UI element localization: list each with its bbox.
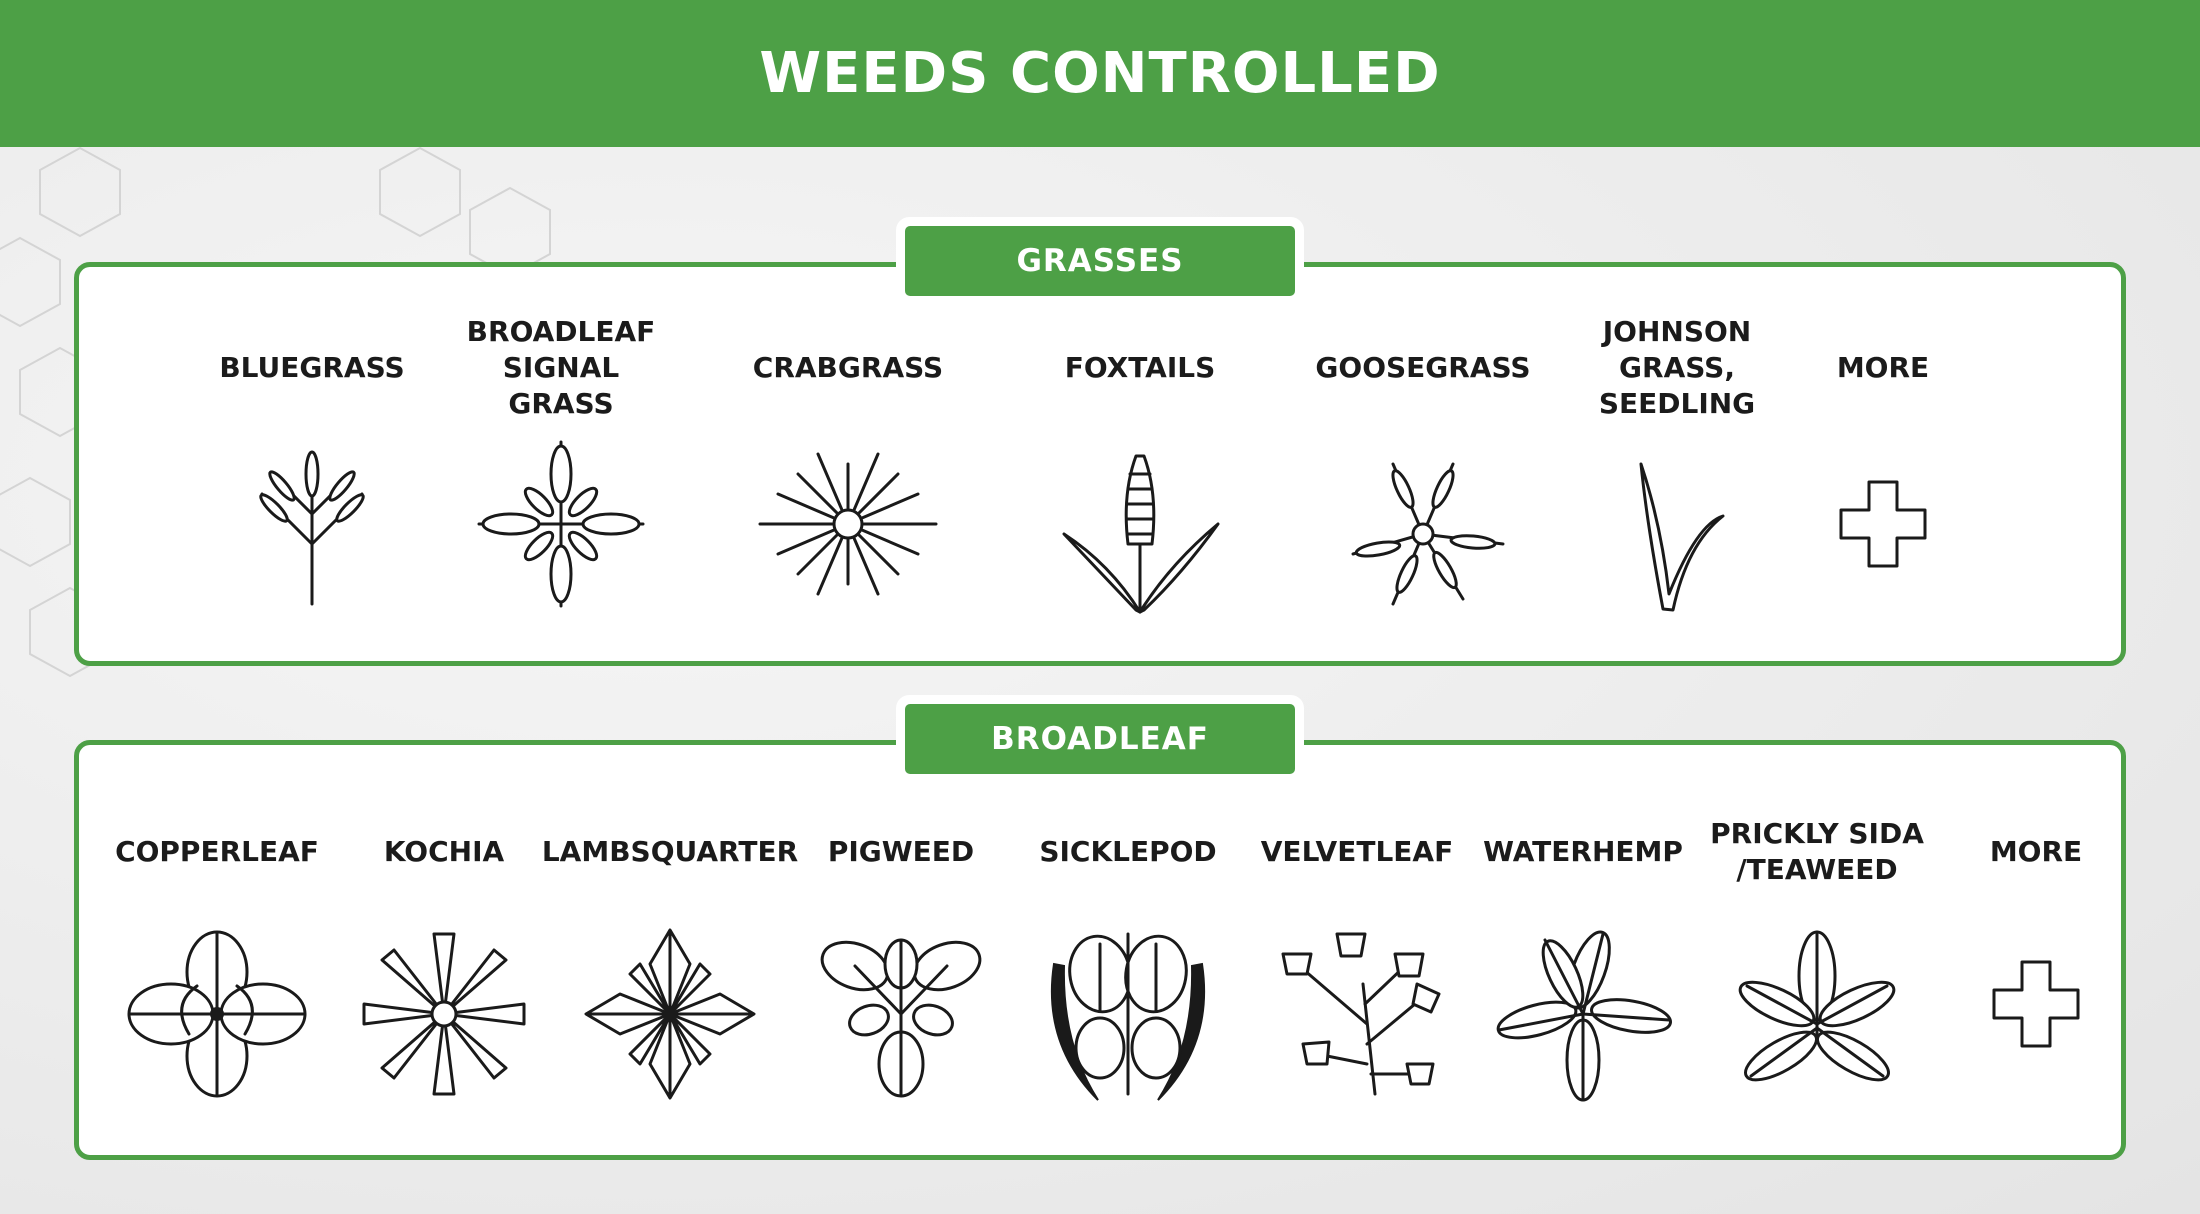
title-banner: WEEDS CONTROLLED — [0, 0, 2200, 147]
broadleaf-label: LAMBSQUARTER — [541, 835, 799, 868]
plus-icon — [1946, 924, 2126, 1104]
broadleaf-section-header: BROADLEAF — [905, 704, 1295, 774]
grasses-section-header: GRASSES — [905, 226, 1295, 296]
plus-icon — [1793, 434, 1973, 614]
broadleaf-signal-grass-icon — [471, 434, 651, 614]
broadleaf-label: COPPERLEAF — [115, 835, 319, 868]
page-title: WEEDS CONTROLLED — [759, 41, 1441, 106]
foxtails-icon — [1050, 434, 1230, 614]
grass-label: FOXTAILS — [1064, 351, 1216, 384]
broadleaf-label: PRICKLY SIDA /TEAWEED — [1710, 817, 1924, 886]
broadleaf-label: MORE — [1989, 835, 2083, 868]
grasses-header-label: GRASSES — [1016, 243, 1184, 279]
broadleaf-label: WATERHEMP — [1483, 835, 1683, 868]
grass-label: BROADLEAF SIGNAL GRASS — [466, 315, 656, 420]
broadleaf-label: SICKLEPOD — [1039, 835, 1217, 868]
broadleaf-label: PIGWEED — [827, 835, 975, 868]
grass-label: CRABGRASS — [752, 351, 944, 384]
sicklepod-icon — [1038, 924, 1218, 1104]
grass-label: GOOSEGRASS — [1315, 351, 1531, 384]
grass-label: BLUEGRASS — [219, 351, 405, 384]
grass-label: JOHNSON GRASS, SEEDLING — [1598, 315, 1756, 420]
broadleaf-label: VELVETLEAF — [1260, 835, 1454, 868]
velvetleaf-icon — [1267, 924, 1447, 1104]
prickly-sida-icon — [1727, 924, 1907, 1104]
grass-label: MORE — [1836, 351, 1930, 384]
pigweed-icon — [811, 924, 991, 1104]
crabgrass-icon — [758, 434, 938, 614]
waterhemp-icon — [1493, 924, 1673, 1104]
kochia-icon — [354, 924, 534, 1104]
copperleaf-icon — [127, 924, 307, 1104]
lambsquarter-icon — [580, 924, 760, 1104]
johnson-grass-icon — [1587, 434, 1767, 614]
goosegrass-icon — [1333, 434, 1513, 614]
broadleaf-header-label: BROADLEAF — [991, 721, 1209, 757]
bluegrass-icon — [222, 434, 402, 614]
grasses-panel — [74, 262, 2126, 666]
broadleaf-label: KOCHIA — [383, 835, 505, 868]
